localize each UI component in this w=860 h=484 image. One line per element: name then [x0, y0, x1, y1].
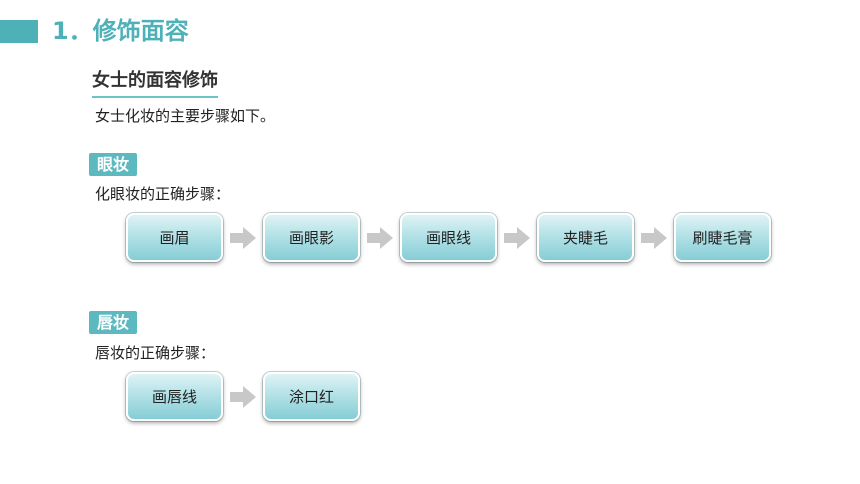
right-arrow-icon	[634, 213, 674, 262]
right-arrow-icon	[360, 213, 400, 262]
eye-step-4: 夹睫毛	[537, 213, 634, 262]
eye-step-3: 画眼线	[400, 213, 497, 262]
right-arrow-icon	[497, 213, 537, 262]
right-arrow-icon	[223, 372, 263, 421]
eye-step-2: 画眼影	[263, 213, 360, 262]
title-accent-bar	[0, 20, 38, 43]
eye-step-5: 刷睫毛膏	[674, 213, 771, 262]
lip-makeup-tag: 唇妆	[89, 311, 138, 334]
section-intro: 女士化妆的主要步骤如下。	[95, 107, 276, 125]
eye-steps-label: 化眼妆的正确步骤：	[95, 185, 231, 203]
lip-step-1: 画唇线	[126, 372, 223, 421]
eye-step-1: 画眉	[126, 213, 223, 262]
page-title: 1．修饰面容	[52, 17, 189, 45]
lip-step-2: 涂口红	[263, 372, 360, 421]
lip-steps-flow: 画唇线 涂口红	[126, 372, 360, 421]
eye-steps-flow: 画眉 画眼影 画眼线 夹睫毛 刷睫毛膏	[126, 213, 771, 262]
lip-steps-label: 唇妆的正确步骤：	[95, 344, 216, 362]
right-arrow-icon	[223, 213, 263, 262]
eye-makeup-tag: 眼妆	[89, 153, 138, 176]
section-heading: 女士的面容修饰	[92, 68, 218, 98]
